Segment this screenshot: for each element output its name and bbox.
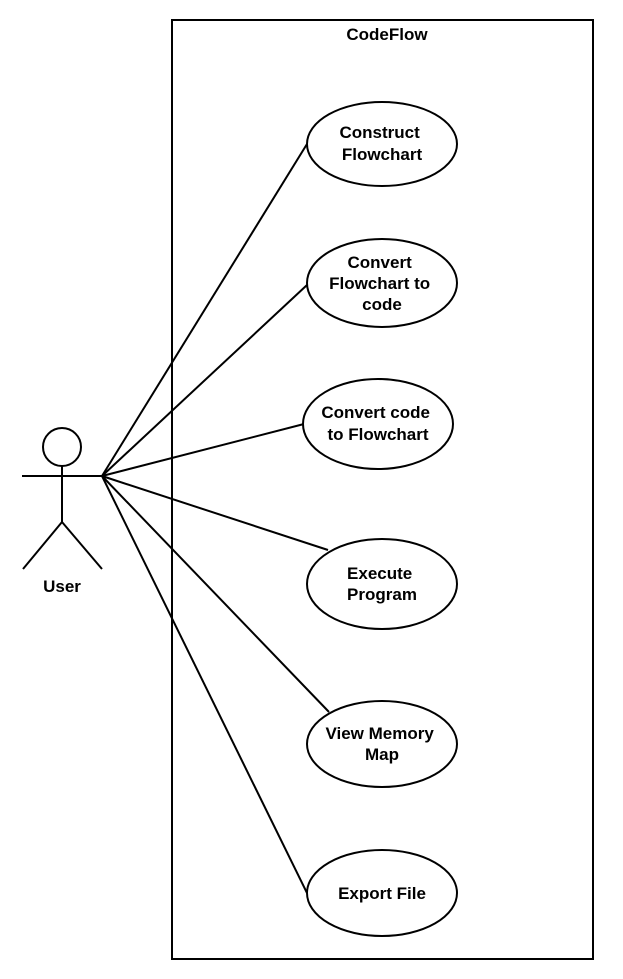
use-case-ellipse <box>306 700 458 788</box>
use-case-label-line: to Flowchart <box>327 425 428 444</box>
use-case-label: View Memory Map <box>325 724 438 764</box>
use-case-execute-program: Execute Program <box>306 538 458 630</box>
use-case-label-line: Construct <box>339 123 420 142</box>
use-case-label-line: code <box>362 295 402 314</box>
association-export-file <box>101 475 308 894</box>
use-case-label: Convert Flowchart to code <box>329 253 435 314</box>
use-case-label-line: Execute <box>347 564 412 583</box>
association-construct-flowchart <box>101 143 308 477</box>
actor-label: User <box>43 577 81 596</box>
use-case-label: Convert code to Flowchart <box>321 403 434 444</box>
associations <box>101 143 330 894</box>
association-convert-flowchart-to-code <box>101 284 308 477</box>
use-case-ellipse <box>306 238 458 328</box>
use-case-label: Export File <box>338 884 426 903</box>
use-case-label-line: View Memory <box>325 724 434 743</box>
use-case-label-line: Map <box>365 745 399 764</box>
actor-left-leg <box>22 521 63 570</box>
use-case-label-line: Convert <box>348 253 413 272</box>
actor-user: User <box>22 427 103 596</box>
use-case-convert-code-to-flowchart: Convert code to Flowchart <box>302 378 454 470</box>
actor-right-leg <box>61 521 103 570</box>
use-case-ellipse <box>306 101 458 187</box>
use-case-label-line: Convert code <box>321 403 430 422</box>
use-case-label: Execute Program <box>347 564 417 604</box>
use-case-ellipse <box>302 378 454 470</box>
association-execute-program <box>101 475 329 551</box>
system-boundary <box>171 19 594 960</box>
use-case-label: Construct Flowchart <box>339 123 424 164</box>
use-case-label-line: Flowchart <box>342 145 423 164</box>
actor-head <box>42 427 82 467</box>
association-convert-code-to-flowchart <box>101 423 305 477</box>
use-case-construct-flowchart: Construct Flowchart <box>306 101 458 187</box>
system-title: CodeFlow <box>346 25 428 44</box>
use-case-view-memory-map: View Memory Map <box>306 700 458 788</box>
use-case-export-file: Export File <box>306 849 458 937</box>
use-case-ellipse <box>306 849 458 937</box>
use-case-convert-flowchart-to-code: Convert Flowchart to code <box>306 238 458 328</box>
use-case-label-line: Program <box>347 585 417 604</box>
use-case-ellipse <box>306 538 458 630</box>
use-case-label-line: Flowchart to <box>329 274 430 293</box>
association-view-memory-map <box>101 475 330 713</box>
use-case-label-line: Export File <box>338 884 426 903</box>
